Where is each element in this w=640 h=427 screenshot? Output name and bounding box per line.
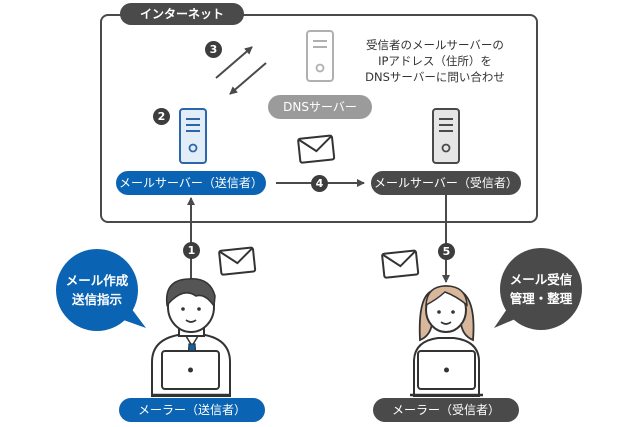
step-2-badge: 2 <box>153 108 170 125</box>
dns-server-icon <box>306 30 334 82</box>
dns-description-line: IPアドレス（住所）を <box>378 54 492 68</box>
envelope-icon <box>381 249 420 279</box>
internet-frame <box>100 14 538 223</box>
bubble-line: 管理・整理 <box>509 291 573 306</box>
envelope-icon <box>297 134 336 164</box>
envelope-icon <box>218 246 257 276</box>
sender-server-icon <box>179 108 207 164</box>
step-1-badge: 1 <box>183 242 200 259</box>
query-arrow <box>215 46 253 79</box>
sender-person-label: メーラー（送信者） <box>119 398 265 422</box>
sender-person-icon <box>151 278 231 397</box>
dns-description: 受信者のメールサーバーの IPアドレス（住所）を DNSサーバーに問い合わせ <box>330 37 540 85</box>
step-5-badge: 5 <box>438 243 455 260</box>
sender-server-label: メールサーバー（送信者） <box>116 171 266 195</box>
sender-bubble-text: メール作成 送信指示 <box>57 271 137 309</box>
dns-description-line: DNSサーバーに問い合わせ <box>365 70 505 84</box>
receiver-person-icon <box>410 285 483 397</box>
receiver-server-label: メールサーバー（受信者） <box>371 171 521 195</box>
sender-speech-bubble <box>56 249 146 331</box>
receiver-server-icon <box>432 108 460 164</box>
receiver-bubble-text: メール受信 管理・整理 <box>501 270 581 308</box>
reply-arrow <box>229 62 267 95</box>
dns-description-line: 受信者のメールサーバーの <box>366 38 504 52</box>
dns-server-label: DNSサーバー <box>268 95 372 119</box>
internet-label: インターネット <box>120 3 244 25</box>
step-3-badge: 3 <box>205 41 222 58</box>
bubble-line: 送信指示 <box>71 292 122 307</box>
receiver-speech-bubble <box>494 248 582 330</box>
bubble-line: メール作成 <box>65 273 129 288</box>
receiver-person-label: メーラー（受信者） <box>373 398 519 422</box>
step-4-badge: 4 <box>311 175 328 192</box>
bubble-line: メール受信 <box>509 272 573 287</box>
